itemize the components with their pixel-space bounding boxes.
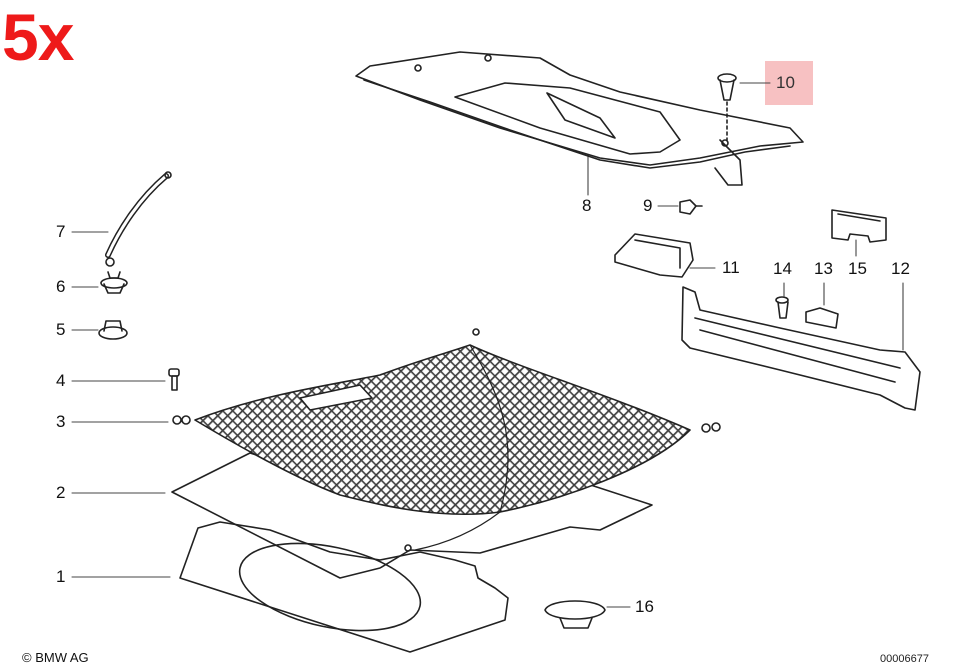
callout-label-7: 7 — [56, 222, 66, 241]
callout-label-9: 9 — [643, 196, 653, 215]
callout-label-6: 6 — [56, 277, 66, 296]
callout-label-14: 14 — [773, 259, 792, 278]
part-15-striker-cover — [831, 209, 887, 243]
callout-label-13: 13 — [814, 259, 833, 278]
callout-label-11: 11 — [722, 258, 740, 277]
callout-label-8: 8 — [582, 196, 592, 215]
callout-label-3: 3 — [56, 412, 66, 431]
callout-label-12: 12 — [891, 259, 910, 278]
part-4-bolt — [168, 368, 180, 391]
copyright-text: © BMW AG — [22, 650, 89, 665]
part-11-handle-cover — [614, 233, 694, 278]
callout-label-16: 16 — [635, 597, 654, 616]
callout-label-10: 10 — [776, 73, 795, 92]
callout-label-15: 15 — [848, 259, 867, 278]
callout-label-4: 4 — [56, 371, 66, 390]
callout-label-5: 5 — [56, 320, 66, 339]
part-1-floor-panel — [179, 521, 509, 653]
part-13-bracket — [805, 307, 839, 329]
quantity-badge: 5x — [2, 0, 74, 74]
part-6-clip — [100, 271, 128, 294]
part-10-expanding-rivet — [717, 73, 737, 141]
part-16-cap — [544, 600, 606, 629]
drawing-number: 00006677 — [880, 653, 929, 665]
callout-label-2: 2 — [56, 483, 66, 502]
callout-label-1: 1 — [56, 567, 66, 586]
part-7-gas-strut — [105, 171, 172, 267]
part-8-trunk-lid-panel — [355, 51, 804, 186]
highlight-part-10 — [765, 61, 813, 105]
part-3-luggage-net — [172, 328, 721, 552]
part-9-clip — [679, 199, 703, 215]
part-14-push-rivet — [775, 296, 789, 319]
leader-lines — [71, 82, 904, 608]
part-12-rear-trim-panel — [681, 286, 921, 411]
part-5-nut — [98, 320, 128, 340]
